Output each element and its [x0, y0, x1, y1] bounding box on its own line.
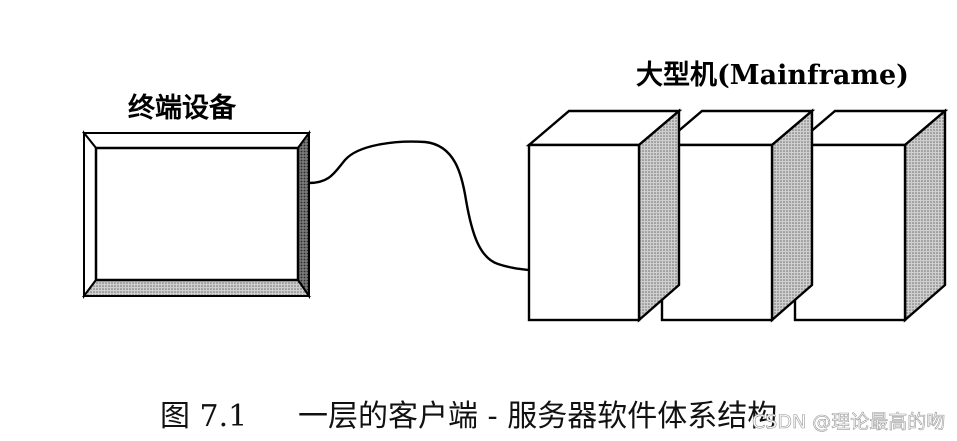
terminal-bevel-right: [297, 129, 310, 300]
cabinet-1-side: [637, 108, 681, 323]
cabinet-2-side: [770, 108, 814, 323]
terminal-bevel-bottom: [82, 279, 311, 297]
mainframe-cabinet-3: [791, 108, 949, 323]
terminal-device: [81, 129, 311, 300]
mainframe-label: 大型机(Mainframe): [636, 60, 909, 91]
cabinet-3-side: [903, 108, 947, 323]
mainframe-cabinet-2: [658, 108, 816, 323]
connection-cable: [308, 140, 530, 272]
cabinet-3-front: [793, 143, 907, 322]
figure-title: 一层的客户端 - 服务器软件体系结构: [298, 399, 777, 434]
terminal-bevel-top: [81, 132, 311, 149]
cabinet-1-front: [527, 143, 641, 322]
terminal-screen: [94, 146, 300, 282]
figure-number: 图 7.1: [160, 399, 247, 434]
watermark: CSDN @理论最高的吻: [752, 411, 945, 433]
cabinet-2-front: [660, 143, 774, 322]
terminal-bevel-left: [83, 130, 97, 299]
terminal-label: 终端设备: [128, 92, 237, 124]
mainframe: [525, 108, 949, 323]
mainframe-cabinet-1: [525, 108, 683, 323]
